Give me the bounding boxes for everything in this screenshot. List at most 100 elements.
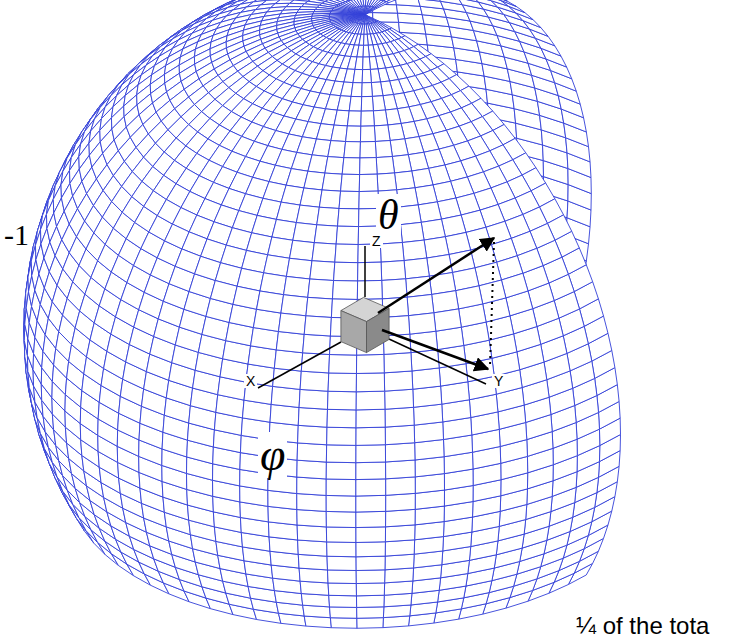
mesh-cell	[346, 126, 361, 142]
mesh-cell	[351, 83, 362, 97]
mesh-cell	[276, 331, 304, 352]
mesh-cell	[357, 607, 384, 618]
mesh-cell	[356, 570, 385, 584]
mesh-cell	[334, 262, 358, 281]
mesh-cell	[304, 171, 325, 190]
mesh-cell	[359, 174, 378, 191]
mesh-cell	[416, 0, 441, 1]
mesh-cell	[357, 280, 382, 299]
mesh-cell	[300, 371, 329, 391]
mesh-cell	[356, 445, 386, 463]
mesh-cell	[297, 510, 327, 527]
mesh-cell	[509, 6, 534, 19]
mesh-cell	[484, 0, 507, 1]
mesh-cell	[353, 69, 363, 82]
mesh-cell	[347, 111, 361, 126]
mesh-cell	[335, 244, 358, 263]
mesh-cell	[386, 460, 416, 479]
mesh-cell	[356, 409, 385, 428]
mesh-cell	[356, 373, 384, 392]
mesh-cell	[363, 57, 371, 70]
mesh-cell	[434, 309, 461, 331]
mesh-cell	[384, 371, 413, 391]
axis-label: X	[244, 374, 257, 388]
mesh-cell	[297, 460, 327, 479]
mesh-cell	[356, 427, 385, 445]
mesh-cell	[278, 313, 305, 334]
mesh-cell	[344, 142, 361, 158]
mesh-cell	[297, 443, 327, 462]
cube-left	[341, 311, 367, 353]
mesh-cell	[342, 158, 360, 175]
mesh-cell	[392, 155, 411, 173]
scale-mark: -1	[2, 220, 31, 250]
mesh-cell	[395, 0, 420, 6]
mesh-cell	[380, 243, 404, 263]
mesh-cell	[357, 15, 365, 24]
mesh-cell	[356, 583, 384, 596]
mesh-cell	[385, 554, 414, 570]
mesh-cell	[337, 96, 351, 111]
mesh-cell	[331, 125, 347, 141]
mesh-cell	[356, 479, 386, 496]
mesh-cell	[326, 445, 356, 463]
mesh-cell	[412, 168, 433, 187]
mesh-cell	[310, 261, 335, 281]
mesh-cell	[336, 226, 358, 244]
mesh-cell	[327, 556, 356, 570]
angle-symbol: φ	[258, 432, 287, 478]
mesh-cell	[298, 425, 327, 444]
mesh-cell	[402, 240, 426, 261]
mesh-cell	[290, 240, 315, 260]
mesh-cell	[365, 15, 368, 24]
x-axis	[258, 342, 341, 388]
mesh-cell	[399, 205, 422, 225]
projection-dots	[490, 242, 494, 366]
mesh-cell	[297, 494, 326, 512]
mesh-cell	[376, 2, 389, 9]
mesh-cell	[357, 618, 384, 629]
mesh-cell	[297, 525, 327, 542]
mesh-cell	[326, 495, 356, 512]
mesh-cell	[356, 527, 386, 543]
mesh-cell	[413, 386, 442, 407]
mesh-cell	[308, 155, 328, 173]
mesh-cell	[328, 583, 356, 596]
mesh-cell	[407, 294, 434, 315]
z-axis	[364, 246, 366, 297]
mesh-cell	[385, 568, 414, 583]
mesh-cell	[358, 15, 365, 24]
mesh-cell	[365, 8, 377, 15]
mesh-cell	[493, 0, 517, 7]
mesh-cell	[414, 404, 443, 425]
mesh-cell	[373, 110, 387, 126]
mesh-cell	[385, 443, 415, 462]
mesh-cell	[296, 205, 319, 225]
mesh-cell	[332, 281, 357, 300]
mesh-cell	[300, 188, 322, 207]
mesh-cell	[339, 191, 359, 209]
mesh-cell	[365, 15, 372, 24]
mesh-cell	[409, 313, 436, 334]
mesh-cell	[298, 540, 327, 556]
mesh-cell	[328, 373, 356, 392]
mesh-cell	[298, 408, 327, 428]
mesh-cell	[360, 141, 376, 157]
mesh-cell	[327, 391, 356, 410]
mesh-cell	[356, 354, 384, 373]
mesh-cell	[371, 82, 383, 96]
mesh-cell	[257, 291, 284, 313]
mesh-cell	[360, 126, 375, 142]
mesh-cell	[274, 350, 302, 371]
mesh-cell	[385, 425, 414, 445]
mesh-cell	[299, 568, 328, 583]
mesh-cell	[356, 556, 385, 570]
mesh-cell	[384, 581, 413, 595]
mesh-cell	[349, 96, 362, 111]
mesh-cell	[331, 10, 349, 12]
mesh-cell	[293, 223, 317, 243]
mesh-cell	[361, 96, 373, 111]
mesh-cell	[298, 554, 327, 570]
mesh-cell	[360, 158, 377, 175]
